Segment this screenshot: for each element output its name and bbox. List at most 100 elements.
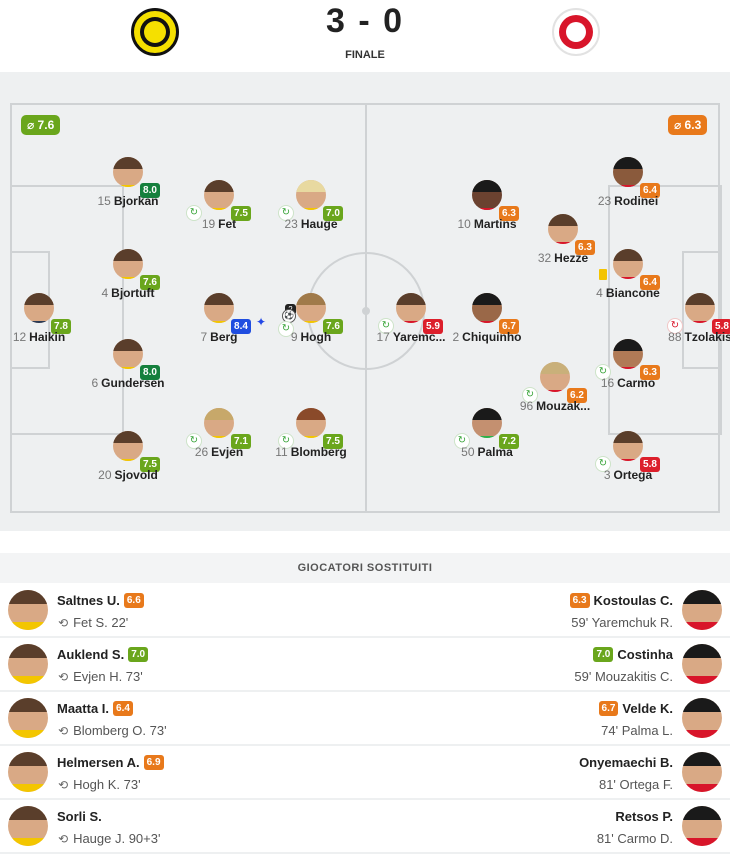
away-sub-avatar[interactable] <box>682 806 722 846</box>
away-sub-replaced: 81' Ortega F. <box>598 777 673 792</box>
away-average-rating: ⌀ 6.3 <box>668 115 708 135</box>
shirt-number: 96 <box>519 399 534 413</box>
substitution-icon: ↻ <box>667 318 683 334</box>
home-sub-rating: 6.6 <box>123 593 144 608</box>
substitution-row: Helmersen A.6.9⟲Hogh K. 73'Onyemaechi B.… <box>0 746 730 800</box>
player-name: Chiquinho <box>462 330 522 344</box>
away-sub-name[interactable]: Costinha <box>617 647 673 662</box>
shirt-number: 10 <box>457 217 471 231</box>
away-sub-name[interactable]: Velde K. <box>622 701 673 716</box>
player-name: Bjorkan <box>113 194 159 208</box>
player-rating: 8.0 <box>140 183 160 198</box>
match-score: 3 - 0 <box>325 2 405 40</box>
home-sub-replaced: ⟲Blomberg O. 73' <box>58 723 167 738</box>
home-sub-avatar[interactable] <box>8 698 48 738</box>
substitution-icon: ↻ <box>595 364 611 380</box>
away-team-crest[interactable] <box>552 8 600 56</box>
away-sub-name[interactable]: Kostoulas C. <box>593 593 673 608</box>
player-rating: 7.5 <box>231 206 251 221</box>
player-name: Tzolakis <box>684 330 730 344</box>
shirt-number: 23 <box>597 194 612 208</box>
shirt-number: 32 <box>537 251 552 265</box>
yellow-card-icon <box>599 269 607 280</box>
substitutes-heading: GIOCATORI SOSTITUITI <box>0 553 730 583</box>
player-name: Carmo <box>617 376 656 390</box>
substitution-icon: ⟲ <box>58 832 69 846</box>
player-name: Gundersen <box>101 376 165 390</box>
replaced-player-text: Fet S. 22' <box>73 615 129 630</box>
match-header: 3 - 0 FINALE <box>0 0 730 70</box>
substitution-icon: ⟲ <box>58 670 69 684</box>
man-of-the-match-icon: ✦ <box>256 315 267 329</box>
player-name: Mouzak... <box>536 399 591 413</box>
home-sub-avatar[interactable] <box>8 590 48 630</box>
away-sub-name[interactable]: Onyemaechi B. <box>579 755 673 770</box>
player-rating: 7.5 <box>323 434 343 449</box>
home-sub-name[interactable]: Auklend S. <box>57 647 125 662</box>
substitution-icon: ↻ <box>278 433 294 449</box>
player-name: Evjen <box>211 445 244 459</box>
home-sub-avatar[interactable] <box>8 752 48 792</box>
shirt-number: 3 <box>603 468 611 482</box>
home-sub-replaced: ⟲Hauge J. 90+3' <box>58 831 160 846</box>
home-sub-name[interactable]: Helmersen A. <box>57 755 140 770</box>
home-sub-avatar[interactable] <box>8 806 48 846</box>
home-team-crest[interactable] <box>131 8 179 56</box>
shirt-number: 4 <box>596 286 603 300</box>
player-rating: 7.1 <box>231 434 251 449</box>
home-sub-avatar[interactable] <box>8 644 48 684</box>
shirt-number: 11 <box>275 445 288 459</box>
shirt-number: 26 <box>194 445 209 459</box>
player-name: Biancone <box>605 286 660 300</box>
home-sub-replaced: ⟲Evjen H. 73' <box>58 669 143 684</box>
player-rating: 5.9 <box>423 319 443 334</box>
player-rating: 6.7 <box>499 319 519 334</box>
match-status: FINALE <box>345 49 385 61</box>
substitution-row: Sorli S.⟲Hauge J. 90+3'Retsos P.81' Carm… <box>0 800 730 854</box>
away-sub-avatar[interactable] <box>682 698 722 738</box>
away-sub-avatar[interactable] <box>682 752 722 792</box>
away-sub-avatar[interactable] <box>682 644 722 684</box>
shirt-number: 7 <box>200 330 208 344</box>
player-name: Rodinei <box>614 194 659 208</box>
shirt-number: 17 <box>376 330 390 344</box>
player-rating: 6.3 <box>499 206 519 221</box>
away-sub-avatar[interactable] <box>682 590 722 630</box>
replaced-player-text: Blomberg O. 73' <box>73 723 167 738</box>
substitution-icon: ⟲ <box>58 778 69 792</box>
center-spot <box>362 307 370 315</box>
player-rating: 6.4 <box>640 275 660 290</box>
home-sub-name[interactable]: Sorli S. <box>57 809 102 824</box>
player-name: Yaremc... <box>392 330 446 344</box>
substitution-icon: ↻ <box>278 321 294 337</box>
shirt-number: 9 <box>290 330 298 344</box>
substitution-icon: ↻ <box>186 205 202 221</box>
away-sub-name[interactable]: Retsos P. <box>615 809 673 824</box>
home-sub-name[interactable]: Maatta I. <box>57 701 110 716</box>
player-rating: 7.5 <box>140 457 160 472</box>
home-sub-name[interactable]: Saltnes U. <box>57 593 120 608</box>
home-sub-rating: 6.4 <box>113 701 133 716</box>
